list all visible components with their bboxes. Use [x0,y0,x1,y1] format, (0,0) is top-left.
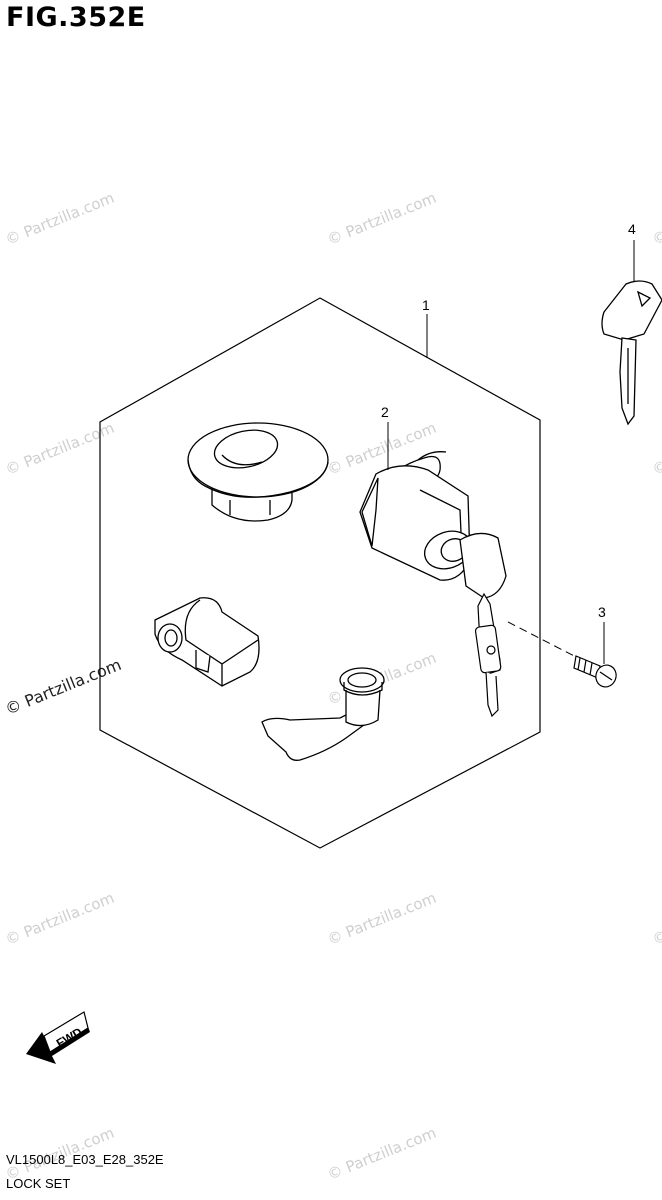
watermark: © Partzilla.com [3,189,117,249]
watermark-dark: © Partzilla.com [2,655,124,719]
watermark: © Partzilla.com [325,1124,439,1184]
figure-name: LOCK SET [6,1176,71,1191]
watermark: © Partzilla.com [325,889,439,949]
watermark: © Partzilla.com [325,189,439,249]
key-part [474,592,502,718]
callout-4: 4 [628,221,636,237]
figure-title: FIG.352E [6,2,146,33]
watermark: © Partzilla.com [650,419,662,479]
watermark: © Partzilla.com [3,889,117,949]
watermark: © Partzilla.com [650,189,662,249]
figure-code: VL1500L8_E03_E28_352E [6,1152,164,1167]
callout-3: 3 [598,604,606,620]
callout-2: 2 [381,404,389,420]
callout-1: 1 [422,297,430,313]
screw-part [573,655,617,688]
kit-boundary-hexagon [99,297,541,849]
watermark: © Partzilla.com [650,889,662,949]
ignition-lock-part [359,451,507,599]
seat-lock-part [154,597,260,687]
watermark-layer: © Partzilla.com © Partzilla.com © Partzi… [2,189,662,1184]
helmet-lock-part [261,667,385,761]
key-blank-part [601,280,662,426]
fuel-cap-part [187,422,329,522]
fwd-arrow-icon: FWD [26,1011,90,1064]
callout-3-dashed-leader [507,621,583,661]
